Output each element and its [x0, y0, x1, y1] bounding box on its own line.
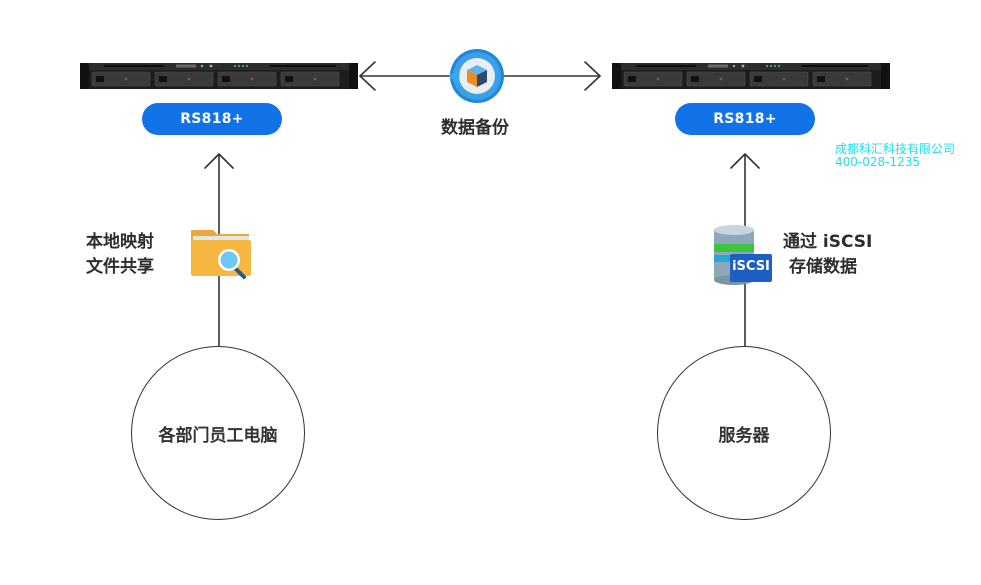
folder-search-icon	[189, 224, 255, 280]
backup-label: 数据备份	[441, 118, 509, 138]
right-node-server: 服务器	[657, 346, 831, 520]
left-device-model-badge: RS818+	[142, 103, 282, 135]
right-link-label-line2: 存储数据	[789, 257, 857, 277]
left-node-label: 各部门员工电脑	[158, 425, 278, 446]
left-link-label-line1: 本地映射	[86, 232, 154, 252]
left-arrow-head	[204, 153, 234, 169]
nas-rack-server-icon	[80, 63, 358, 89]
left-device-model: RS818+	[180, 111, 244, 127]
right-link-label-line1: 通过 iSCSI	[783, 232, 873, 252]
left-link-label: 本地映射 文件共享	[86, 230, 154, 280]
arrow-right-head	[584, 61, 601, 91]
arrow-left-head	[359, 61, 376, 91]
right-device-model: RS818+	[713, 111, 777, 127]
right-arrow-head	[730, 153, 760, 169]
watermark-phone: 400-028-1235	[835, 155, 921, 169]
right-node-label: 服务器	[718, 425, 770, 446]
iscsi-badge-text: iSCSI	[732, 259, 770, 274]
left-nas-device	[80, 61, 360, 91]
backup-sync-icon	[446, 47, 506, 107]
left-link-label-line2: 文件共享	[86, 257, 154, 277]
iscsi-storage-icon: iSCSI	[712, 224, 776, 286]
right-device-model-badge: RS818+	[675, 103, 815, 135]
right-link-label: 通过 iSCSI 存储数据	[783, 230, 872, 280]
watermark-company: 成都科汇科技有限公司	[835, 142, 956, 156]
watermark: 成都科汇科技有限公司 400-028-1235	[835, 143, 955, 169]
left-node-employee-computers: 各部门员工电脑	[131, 346, 305, 520]
right-nas-device	[612, 61, 892, 91]
nas-rack-server-icon	[612, 63, 890, 89]
